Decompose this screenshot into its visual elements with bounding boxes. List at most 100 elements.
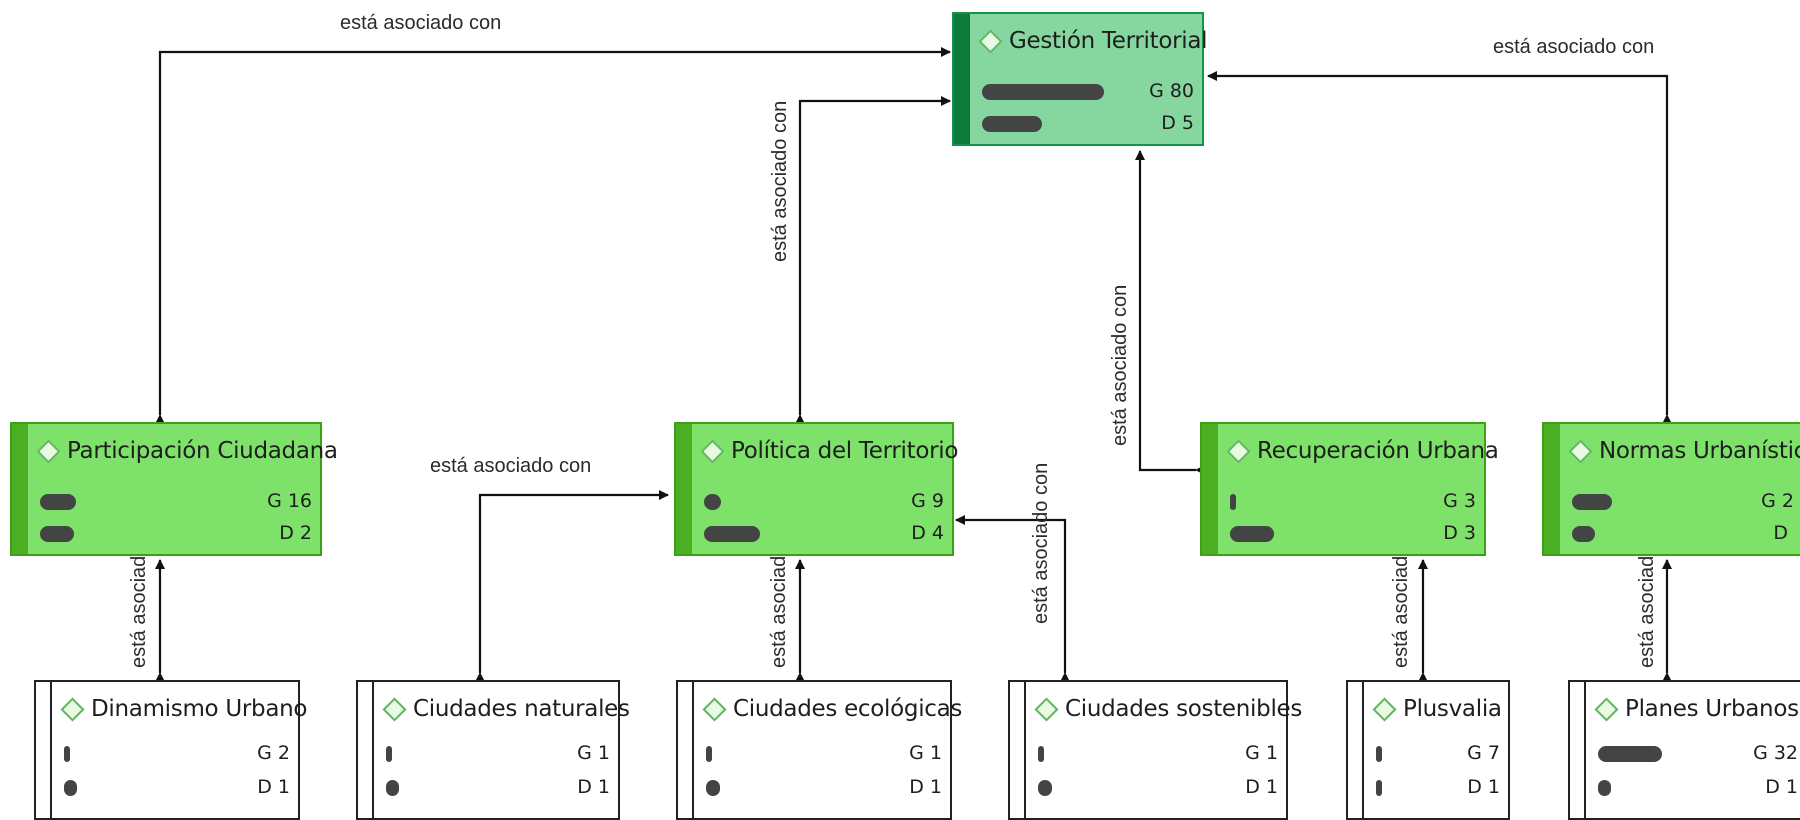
density-bar <box>1572 526 1595 542</box>
groundedness-bar <box>1598 746 1662 762</box>
density-bar <box>706 780 720 796</box>
g-value: 2 <box>277 742 290 764</box>
density-bar <box>1598 780 1611 796</box>
g-key: G <box>1149 80 1164 102</box>
g-value: 80 <box>1169 80 1194 102</box>
node-title: Ciudades ecológicas <box>702 696 962 722</box>
density-bar <box>64 780 77 796</box>
node-title: Política del Territorio <box>700 438 959 464</box>
edge-label: está asociado con <box>1109 284 1131 446</box>
g-key: G <box>1467 742 1482 764</box>
g-value: 3 <box>1463 490 1476 512</box>
density-bar <box>982 116 1042 132</box>
node-title-text: Recuperación Urbana <box>1257 438 1499 464</box>
node-title-text: Planes Urbanos <box>1625 696 1799 722</box>
g-value: 9 <box>931 490 944 512</box>
node-stripe <box>1010 682 1026 818</box>
g-key: G <box>257 742 272 764</box>
g-key: G <box>1761 490 1776 512</box>
node-stripe <box>1570 682 1586 818</box>
node-normas-urbanisticas[interactable]: Normas UrbanísticasG2D <box>1542 422 1800 556</box>
d-key: D <box>1161 112 1176 134</box>
g-key: G <box>1753 742 1768 764</box>
d-value: 1 <box>1265 776 1278 798</box>
groundedness-bar <box>1230 494 1236 510</box>
d-value: 1 <box>929 776 942 798</box>
groundedness-bar <box>1376 746 1382 762</box>
node-title: Normas Urbanísticas <box>1568 438 1800 464</box>
diamond-icon <box>382 696 407 722</box>
d-key: D <box>257 776 272 798</box>
d-key: D <box>1467 776 1482 798</box>
groundedness-bar <box>64 746 70 762</box>
density-bar <box>704 526 760 542</box>
diamond-icon <box>1372 696 1397 722</box>
density-stat: D <box>1773 522 1794 544</box>
d-key: D <box>577 776 592 798</box>
node-title: Planes Urbanos <box>1594 696 1799 722</box>
node-title: Ciudades sostenibles <box>1034 696 1303 722</box>
edge-politica-gestion <box>795 96 951 424</box>
node-title-text: Ciudades naturales <box>413 696 630 722</box>
diamond-icon <box>978 28 1003 54</box>
node-stripe <box>36 682 52 818</box>
diamond-icon <box>60 696 85 722</box>
node-title-text: Normas Urbanísticas <box>1599 438 1800 464</box>
d-key: D <box>1443 522 1458 544</box>
diamond-icon <box>1594 696 1619 722</box>
d-key: D <box>911 522 926 544</box>
d-value: 1 <box>277 776 290 798</box>
g-key: G <box>1443 490 1458 512</box>
node-title-text: Participación Ciudadana <box>67 438 338 464</box>
density-bar <box>1230 526 1274 542</box>
g-key: G <box>911 490 926 512</box>
d-value: 3 <box>1463 522 1476 544</box>
diamond-icon <box>1226 438 1251 464</box>
edge-naturales-politica <box>475 490 669 682</box>
d-key: D <box>1765 776 1780 798</box>
d-key: D <box>909 776 924 798</box>
node-title: Ciudades naturales <box>382 696 630 722</box>
node-title-text: Gestión Territorial <box>1009 28 1208 54</box>
g-value: 1 <box>597 742 610 764</box>
g-key: G <box>577 742 592 764</box>
node-stripe <box>358 682 374 818</box>
edge-label: está asociado con <box>430 455 592 477</box>
edge-normas-gestion <box>1207 71 1672 424</box>
node-title-text: Política del Territorio <box>731 438 959 464</box>
groundedness-bar <box>1572 494 1612 510</box>
groundedness-bar <box>706 746 712 762</box>
diamond-icon <box>700 438 725 464</box>
d-value: 1 <box>1785 776 1798 798</box>
node-title-text: Ciudades sostenibles <box>1065 696 1303 722</box>
density-bar <box>1376 780 1382 796</box>
d-value: 4 <box>931 522 944 544</box>
node-stripe <box>1202 424 1218 554</box>
d-value: 2 <box>299 522 312 544</box>
g-value: 7 <box>1487 742 1500 764</box>
d-key: D <box>279 522 294 544</box>
d-key: D <box>1245 776 1260 798</box>
g-value: 1 <box>929 742 942 764</box>
